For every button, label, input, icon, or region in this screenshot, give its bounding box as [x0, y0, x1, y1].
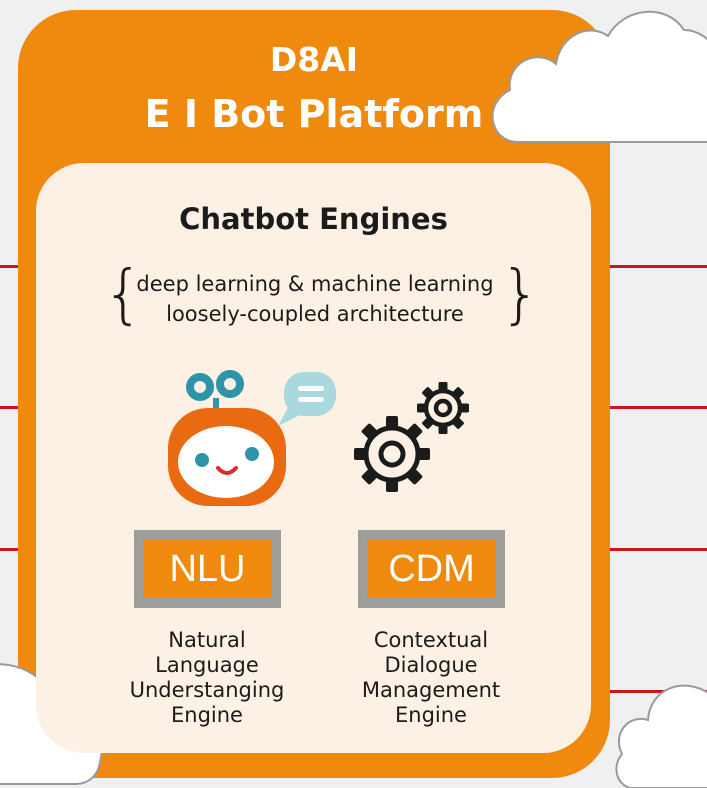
cdm-description-line: Contextual — [373, 628, 489, 652]
platform-title-line1: D8AI — [269, 40, 359, 79]
cloud-icon — [491, 10, 707, 143]
right-brace: } — [500, 258, 541, 332]
feature-line: loosely-coupled architecture — [166, 302, 464, 326]
nlu-description: Natural Language Understanging Engine — [107, 628, 307, 728]
nlu-description-line: Language — [155, 653, 259, 677]
cdm-description-line: Dialogue — [384, 653, 478, 677]
cdm-description: Contextual Dialogue Management Engine — [331, 628, 531, 728]
engines-panel — [36, 163, 591, 753]
cdm-description-line: Management — [361, 678, 501, 702]
nlu-label: NLU — [143, 540, 272, 598]
feature-line: deep learning & machine learning — [136, 272, 494, 296]
cdm-box: CDM — [358, 530, 505, 608]
cdm-label: CDM — [367, 540, 496, 598]
nlu-description-line: Engine — [171, 703, 243, 727]
platform-title-line2: E I Bot Platform — [144, 92, 484, 136]
nlu-box: NLU — [134, 530, 281, 608]
gears-icon — [354, 382, 469, 492]
engines-heading: Chatbot Engines — [179, 202, 448, 236]
nlu-description-line: Natural — [168, 628, 246, 652]
robot-head-icon — [168, 370, 336, 506]
cdm-description-line: Engine — [395, 703, 467, 727]
cloud-icon — [615, 684, 707, 788]
left-brace: { — [103, 258, 144, 332]
nlu-description-line: Understanging — [129, 678, 285, 702]
